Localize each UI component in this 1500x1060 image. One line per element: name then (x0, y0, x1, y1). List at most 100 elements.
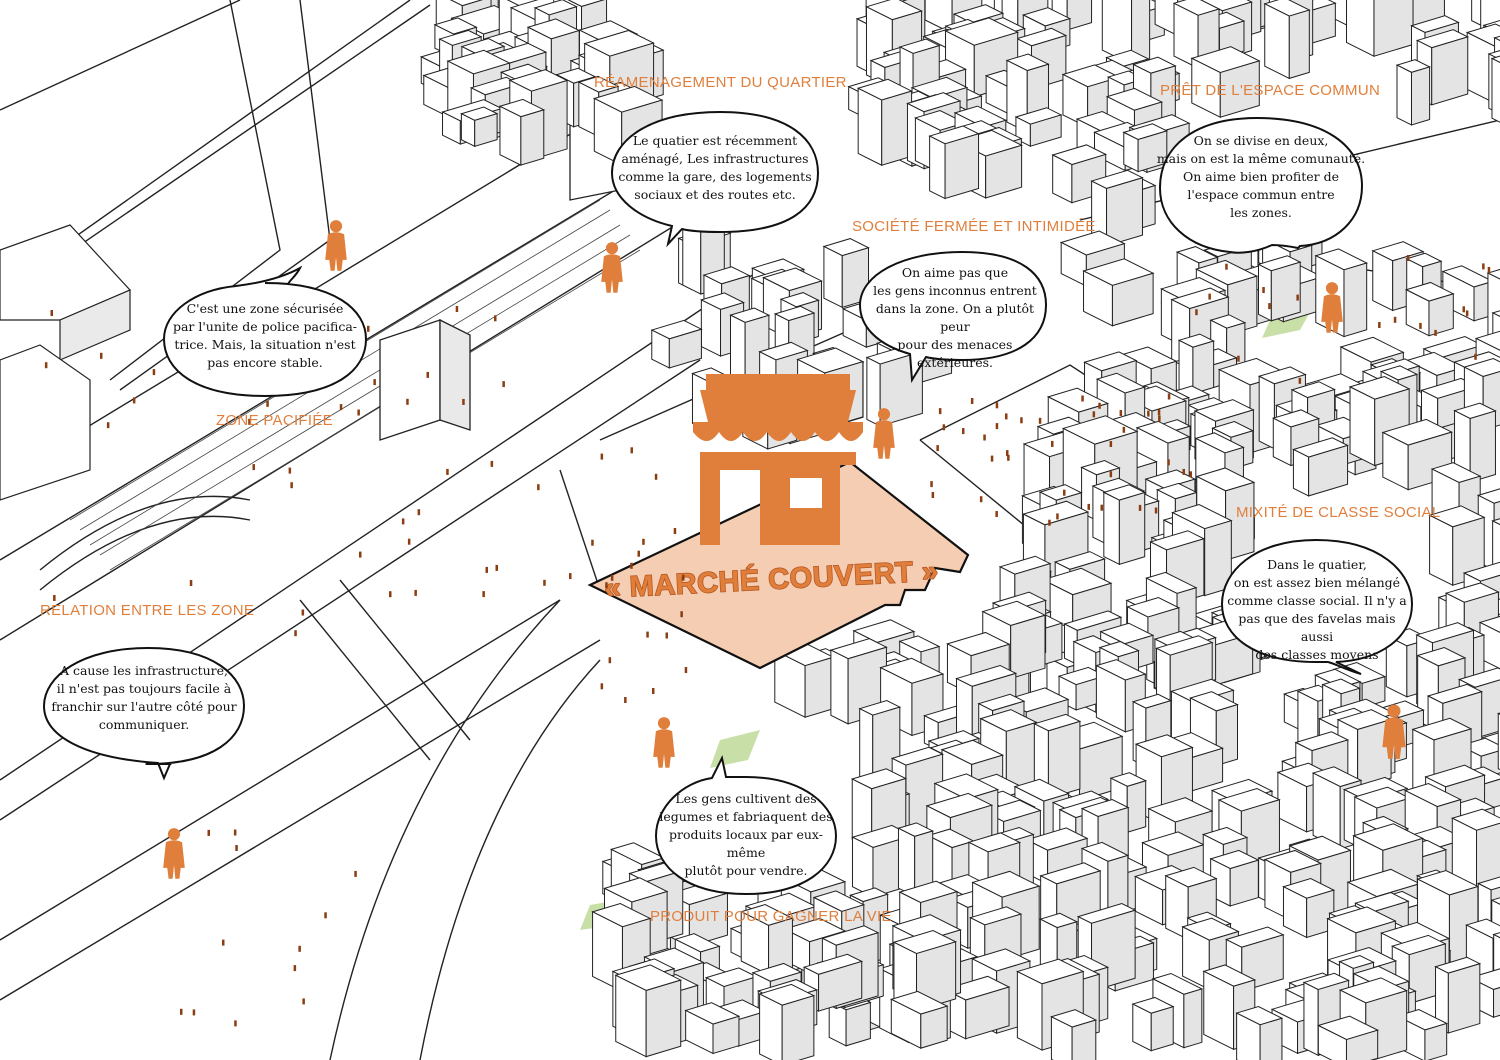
building-block (830, 649, 849, 725)
pedestrian-dot (654, 473, 658, 480)
building-blocks (419, 0, 1500, 1060)
pedestrian-dot (1051, 440, 1054, 447)
building-block (1346, 0, 1375, 58)
pedestrian-dot (537, 484, 540, 491)
building-block (1491, 57, 1500, 123)
pedestrian-dot (266, 400, 269, 407)
crowd (44, 255, 1491, 1027)
building-block (1428, 293, 1454, 337)
bubble-text-espace-commun: On se divise en deux, mais on est la mêm… (1156, 133, 1366, 220)
speech-bubbles (42, 110, 1414, 896)
pedestrian-dot (373, 379, 376, 386)
pedestrian-dot (132, 397, 136, 404)
pedestrian-dot (1109, 471, 1113, 478)
pedestrian-dot (367, 325, 370, 332)
building-block (1071, 1019, 1097, 1060)
building-block (474, 113, 498, 148)
pedestrian-dot (207, 829, 210, 836)
building-block (712, 1015, 740, 1055)
pedestrian-dot (252, 464, 255, 471)
pedestrian-dot (1393, 316, 1397, 323)
building-block (1292, 448, 1310, 497)
pedestrian-dot (673, 528, 677, 534)
building-block (1272, 417, 1292, 467)
speech-bubble (162, 265, 368, 398)
pedestrian-dot (1038, 417, 1042, 424)
pedestrian-dot (426, 371, 429, 378)
speech-bubble (42, 646, 246, 781)
building-block (1066, 0, 1093, 31)
pedestrian-dot (1087, 503, 1090, 510)
zone-label-zone-pacifiee: ZONE PACIFIÉE (216, 412, 333, 429)
building-block (1288, 9, 1310, 80)
pedestrian-dot (339, 404, 343, 411)
pedestrian-dot (1225, 263, 1228, 270)
pedestrian-dot (485, 566, 488, 573)
building-block (1431, 36, 1469, 106)
building-block (920, 1005, 948, 1049)
pedestrian-dot (401, 518, 405, 525)
pedestrian-dot (1007, 454, 1010, 461)
pedestrian-dot (417, 509, 421, 516)
pedestrian-dot (1122, 426, 1126, 433)
pedestrian-dot (288, 467, 292, 474)
building-block (1349, 386, 1376, 467)
building-block (1150, 1006, 1174, 1052)
building-block (1270, 261, 1301, 322)
speech-bubble (1158, 116, 1364, 254)
building-block (1343, 262, 1368, 338)
building-block (1016, 970, 1043, 1051)
bubble-text-societe-fermee: On aime pas que les gens inconnus entren… (873, 265, 1037, 370)
pedestrian-dot (298, 945, 301, 952)
pedestrian-dot (1157, 409, 1161, 416)
building-block (1493, 987, 1500, 1018)
pedestrian-dot (482, 591, 485, 598)
pedestrian-dot (1147, 410, 1150, 417)
pedestrian-dot (1138, 504, 1142, 511)
building-block (700, 299, 722, 357)
pedestrian-dot (1167, 459, 1170, 466)
pedestrian-dot (630, 562, 633, 569)
viaduct (379, 109, 621, 441)
building-block (1010, 614, 1046, 680)
building-block (520, 109, 545, 166)
speech-bubble (610, 110, 820, 248)
pedestrian-dot (1182, 468, 1185, 475)
building-block (1257, 263, 1272, 322)
pedestrian-dot (569, 573, 572, 580)
pedestrian-dot (610, 574, 614, 581)
building-block (759, 993, 783, 1060)
building-block (823, 245, 843, 309)
building-block (1229, 859, 1259, 907)
bubble-text-zone-pacifiee: C'est une zone sécurisée par l'unite de … (172, 301, 358, 370)
pedestrian-dot (543, 579, 546, 586)
pedestrian-dot (1296, 294, 1299, 301)
pedestrian-dot (652, 688, 655, 694)
bubble-text-reamenagement: Le quatier est récemment aménagé, Les in… (618, 133, 812, 202)
building-block (1183, 988, 1203, 1049)
pedestrian-dot (1378, 322, 1381, 328)
building-block (985, 144, 1023, 199)
building-block (1029, 114, 1062, 147)
building-block (1259, 1017, 1283, 1060)
zone-label-produit: PRODUIT POUR GAGNER LA VIE (650, 908, 892, 925)
speech-bubble (1220, 538, 1414, 675)
pedestrian-dot (930, 481, 933, 488)
pedestrian-dot (1195, 309, 1198, 316)
building-block (1308, 444, 1349, 497)
building-block (1357, 718, 1392, 789)
pedestrian-dot (605, 582, 608, 589)
pedestrian-dot (680, 611, 683, 618)
building-block (1396, 64, 1412, 126)
bubble-text-relation: A cause les infrastructure, il n'est pas… (51, 663, 237, 732)
pedestrian-dot (414, 589, 417, 596)
pedestrian-dot (152, 369, 156, 376)
pedestrian-dot (1006, 450, 1009, 457)
building-block (1492, 520, 1500, 577)
pedestrian-dot (1119, 410, 1123, 416)
pedestrian-dot (938, 408, 942, 415)
building-block (688, 892, 728, 948)
pedestrian-dot (995, 402, 999, 409)
zone-label-societe-fermee: SOCIÉTÉ FERMÉE ET INTIMIDÉE (852, 218, 1096, 235)
